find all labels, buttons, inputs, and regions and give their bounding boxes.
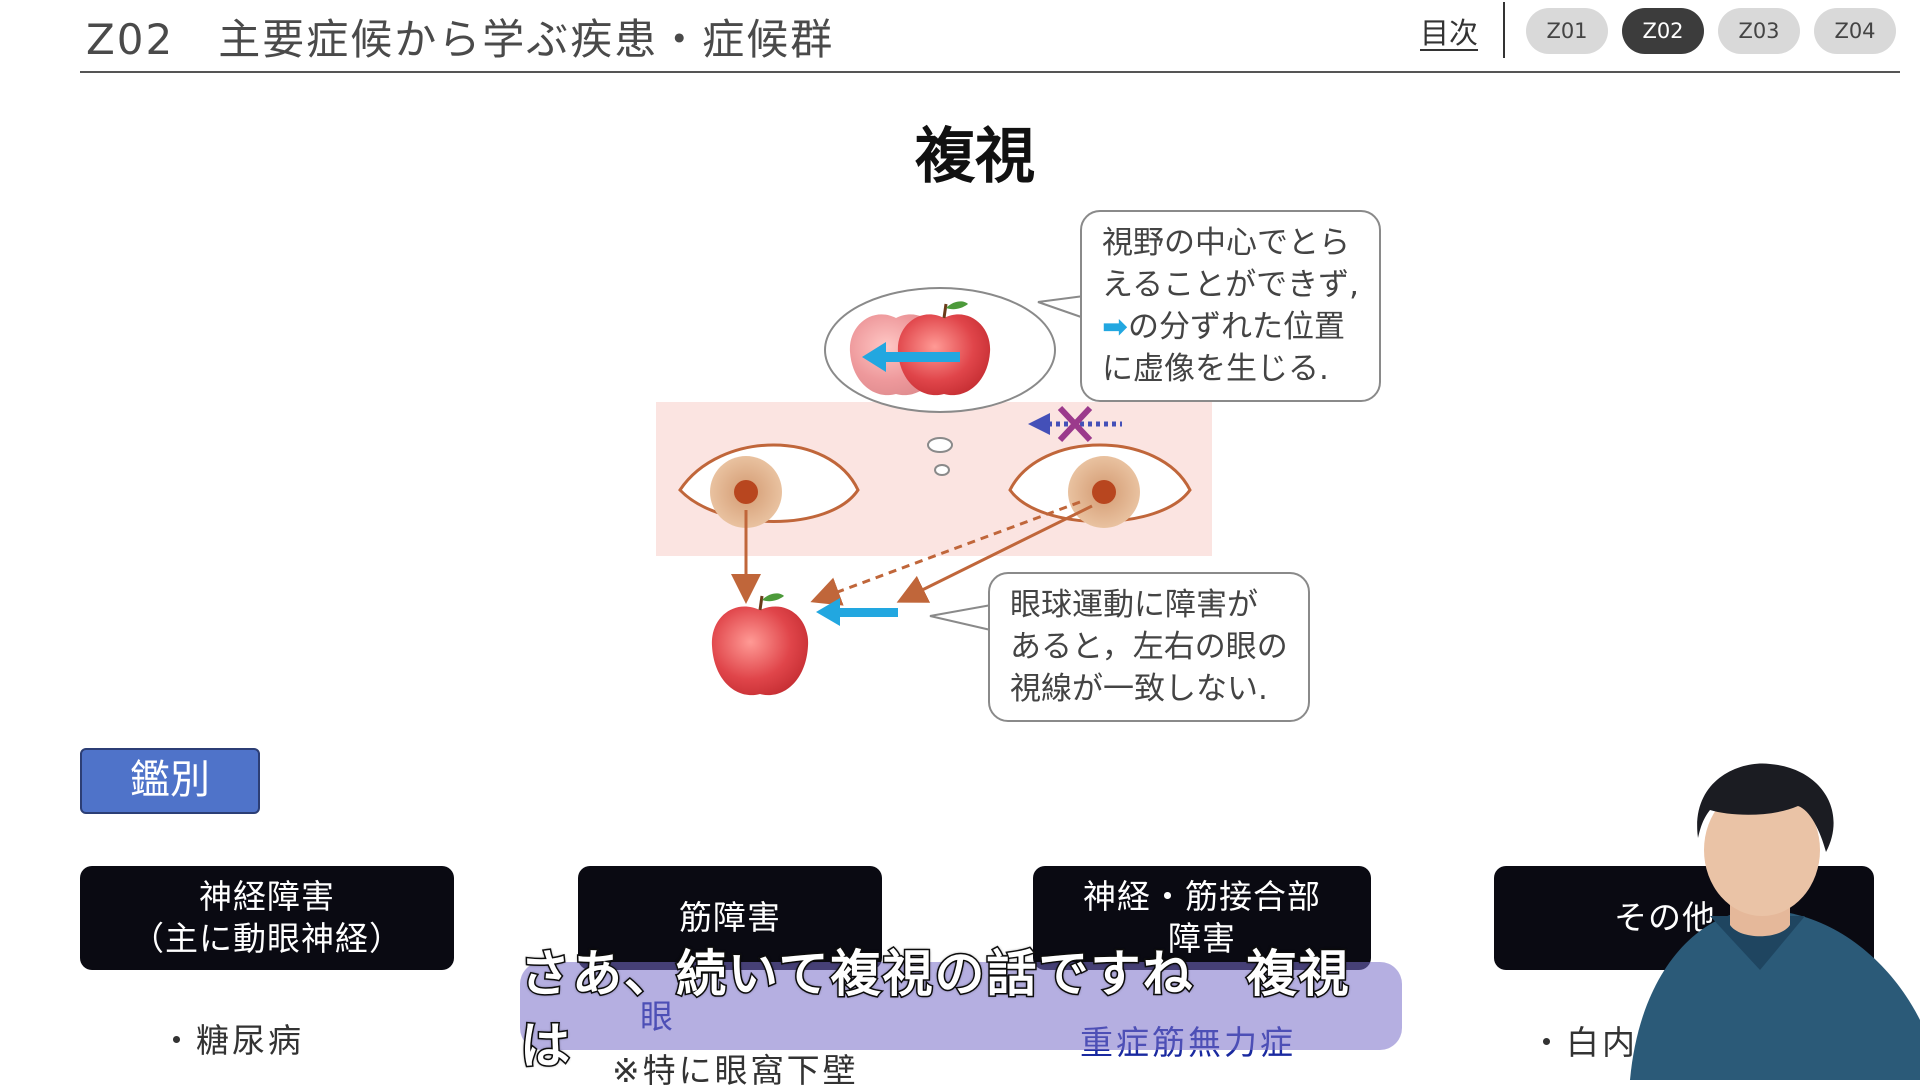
bubble-line: あると，左右の眼の bbox=[1010, 629, 1288, 665]
category-neural: 神経障害 （主に動眼神経） bbox=[80, 866, 454, 970]
bubble-line: ➡の分ずれた位置 bbox=[1102, 309, 1345, 345]
page-title: Z02 主要症候から学ぶ疾患・症候群 bbox=[86, 15, 835, 64]
top-bubble-tail bbox=[1037, 295, 1085, 319]
category-nmj: 神経・筋接合部 障害 bbox=[1033, 866, 1371, 970]
bubble-line: に虚像を生じる. bbox=[1102, 351, 1329, 387]
virtual-gaze-arrow bbox=[810, 500, 1081, 606]
category-label: 神経・筋接合部 障害 bbox=[1083, 877, 1321, 958]
category-label: その他 bbox=[1614, 898, 1716, 937]
right-gaze-arrow bbox=[896, 504, 1093, 603]
bubble-line: 視野の中心でとら bbox=[1102, 225, 1350, 261]
presenter-avatar bbox=[1630, 763, 1920, 1080]
differential-label: 鑑別 bbox=[80, 748, 260, 814]
bubble-line: 眼球運動に障害が bbox=[1010, 587, 1258, 623]
category-muscle: 筋障害 bbox=[578, 866, 882, 970]
shift-arrow-icon bbox=[862, 342, 960, 372]
header-divider bbox=[80, 71, 1900, 73]
diplopia-diagram bbox=[656, 287, 1212, 696]
toc-divider bbox=[1503, 2, 1505, 58]
apple-icon bbox=[711, 593, 809, 696]
category-label: 筋障害 bbox=[679, 898, 781, 937]
right-arrow-icon: ➡ bbox=[1102, 309, 1128, 345]
video-subtitle: さあ、続いて複視の話ですね 複視は bbox=[519, 944, 1402, 1077]
toc-link[interactable]: 目次 bbox=[1420, 16, 1479, 50]
tab-z01[interactable]: Z01 bbox=[1526, 8, 1608, 54]
note-diabetes: ・糖尿病 bbox=[160, 1021, 304, 1060]
bubble-line: 視線が一致しない. bbox=[1010, 671, 1268, 707]
top-explanation-bubble: 視野の中心でとら えることができず, ➡の分ずれた位置 に虚像を生じる. bbox=[1080, 210, 1381, 402]
tab-z02[interactable]: Z02 bbox=[1622, 8, 1704, 54]
left-eye-icon bbox=[678, 443, 860, 528]
tab-z03[interactable]: Z03 bbox=[1718, 8, 1800, 54]
category-label: 神経障害 （主に動眼神経） bbox=[131, 877, 403, 958]
slide-title: 複視 bbox=[915, 122, 1035, 192]
bubble-line: えることができず, bbox=[1102, 267, 1359, 303]
blocked-gaze-icon bbox=[1028, 405, 1122, 443]
tab-z04[interactable]: Z04 bbox=[1814, 8, 1896, 54]
image-shift-arrow-icon bbox=[816, 598, 898, 626]
bottom-explanation-bubble: 眼球運動に障害が あると，左右の眼の 視線が一致しない. bbox=[988, 572, 1310, 722]
note-cataract: ・白内 bbox=[1530, 1023, 1638, 1062]
subtitle-text: さあ、続いて複視の話ですね 複視は bbox=[519, 944, 1351, 1077]
